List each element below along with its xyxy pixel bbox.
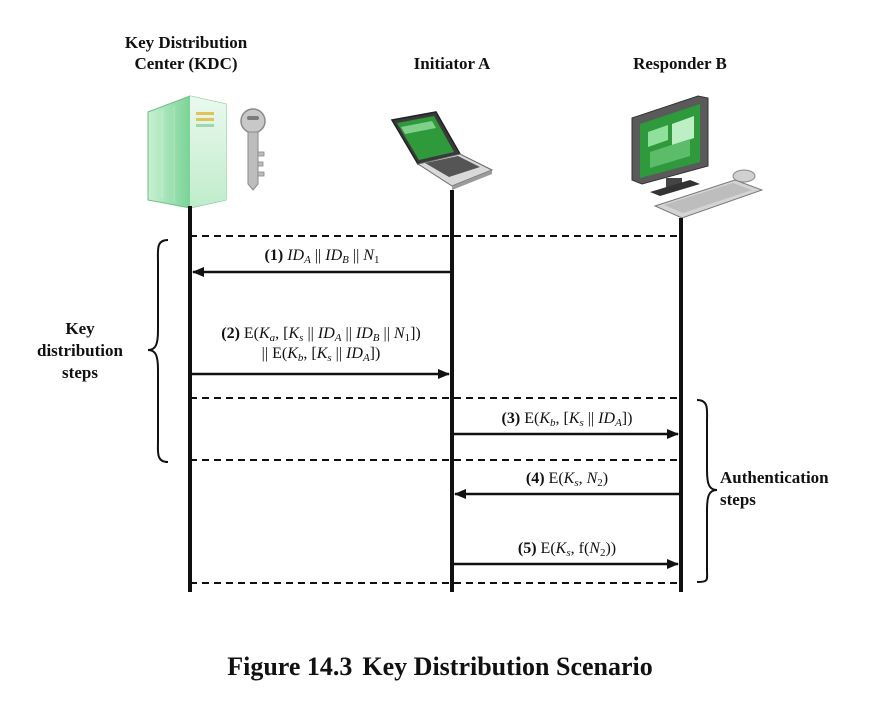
kdc-label: Key Distribution Center (KDC) xyxy=(88,32,284,74)
responder-label: Responder B xyxy=(633,54,727,73)
message-step-3: (3) xyxy=(501,410,521,427)
diagram-canvas xyxy=(147,95,764,592)
message-step-1: (1) xyxy=(264,247,284,264)
key-icon xyxy=(240,108,266,191)
key-distribution-label-line-2: distribution xyxy=(37,341,123,360)
server-icon xyxy=(147,95,227,209)
message-step-4: (4) xyxy=(525,470,545,487)
message-label-5: (5) E(Ks, f(N2)) xyxy=(517,540,617,559)
message-label-4: (4) E(Ks, N2) xyxy=(525,470,609,489)
message-label-3: (3) E(Kb, [Ks || IDA]) xyxy=(501,410,633,429)
message-label-1: (1) IDA || IDB || N1 xyxy=(264,247,380,266)
figure-number: Figure 14.3 xyxy=(227,652,353,681)
laptop-icon xyxy=(390,111,494,190)
message-step-5: (5) xyxy=(517,540,537,557)
authentication-steps-label: Authentication steps xyxy=(720,467,870,511)
key-distribution-brace xyxy=(147,239,169,463)
figure-caption: Figure 14.3 Key Distribution Scenario xyxy=(0,652,880,682)
key-distribution-steps-label: Key distribution steps xyxy=(20,318,140,384)
key-distribution-label-line-3: steps xyxy=(62,363,98,382)
desktop-computer-icon xyxy=(631,95,764,219)
kdc-label-line-1: Key Distribution xyxy=(124,33,248,52)
key-distribution-label-line-1: Key xyxy=(65,319,95,338)
initiator-label: Initiator A xyxy=(413,54,491,73)
authentication-label-line-2: steps xyxy=(720,490,756,509)
figure-title: Key Distribution Scenario xyxy=(362,652,653,681)
message-step-2: (2) xyxy=(221,325,240,342)
authentication-brace xyxy=(696,399,718,583)
authentication-label-line-1: Authentication xyxy=(720,468,829,487)
message-label-2: (2) E(Ka, [Ks || IDA || IDB || N1]) || E… xyxy=(221,325,421,364)
kdc-label-line-2: Center (KDC) xyxy=(134,54,238,73)
